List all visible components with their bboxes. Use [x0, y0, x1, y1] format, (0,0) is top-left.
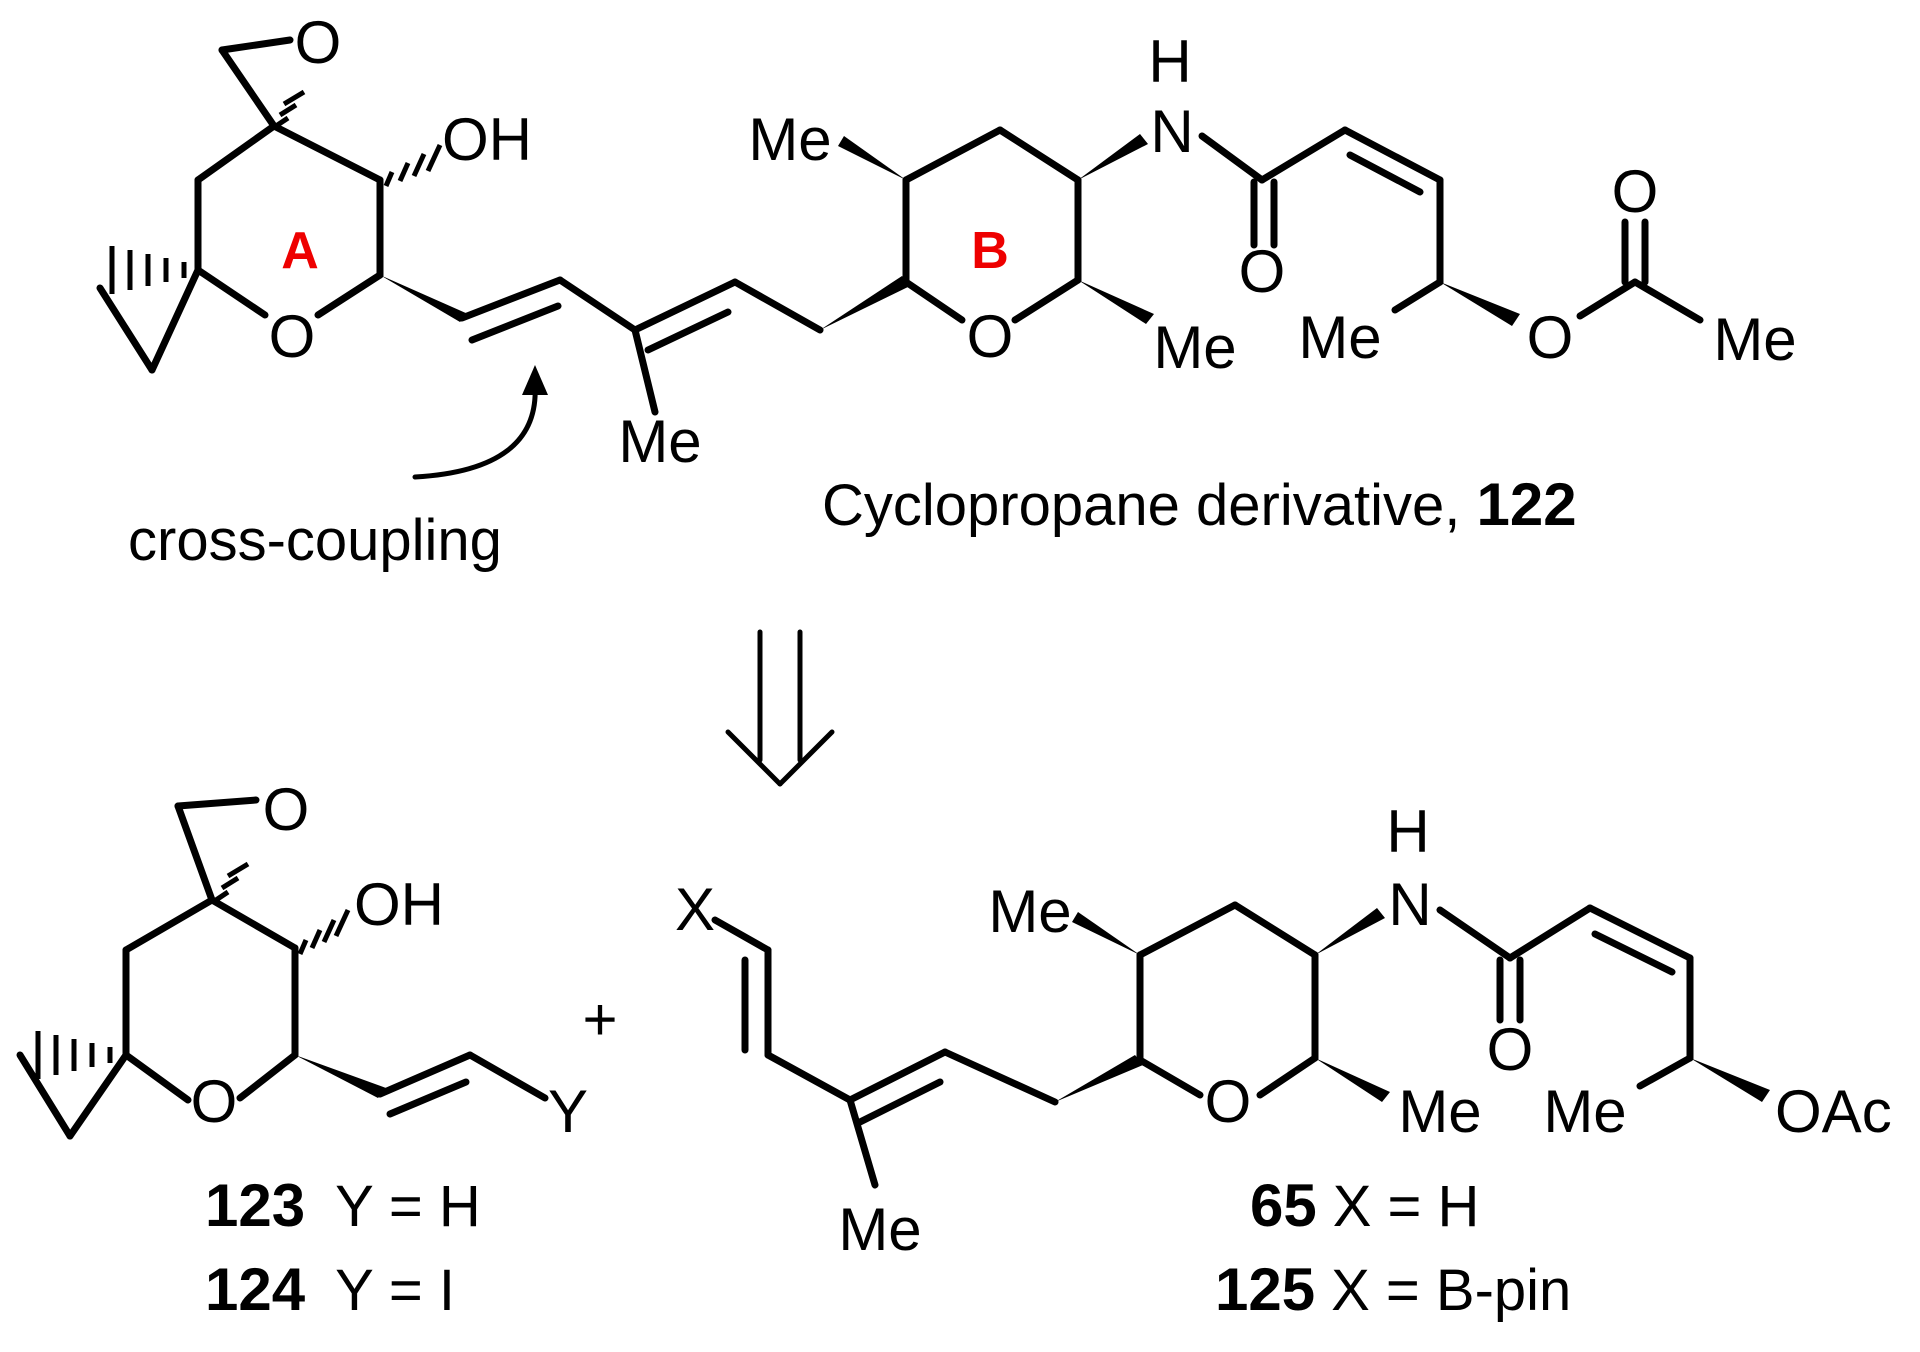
compound-122-caption: Cyclopropane derivative, 122	[822, 471, 1577, 538]
bottom-ring-b-oxygen-label: O	[1205, 1068, 1252, 1135]
retrosynthetic-arrow	[725, 629, 835, 787]
ring-b-methyl-bottom-label: Me	[1153, 314, 1236, 381]
ring-a-oxygen-label: O	[269, 303, 316, 370]
compound-122-name: Cyclopropane derivative,	[822, 473, 1460, 538]
hydroxyl-label: OH	[442, 106, 532, 173]
bottom-nh-wedge	[1315, 908, 1385, 955]
cyclopropane-hash-bond	[109, 246, 187, 294]
compound-122-structure: O O A OH	[96, 9, 1797, 475]
ester-wedge	[1440, 282, 1520, 326]
ring-b-oxygen-label: O	[967, 303, 1014, 370]
cross-coupling-arrow	[412, 382, 538, 480]
bottom-epoxide-hash-bond	[214, 861, 250, 903]
bottom-ring-b-methyl-top-label: Me	[988, 878, 1071, 945]
bottom-ring-b-methyl-wedge-bottom	[1315, 1058, 1390, 1102]
bottom-ring-b-methyl-wedge-top	[1072, 912, 1140, 955]
ring-b-side-chain-wedge	[820, 276, 910, 330]
compound-123-y-text: Y = H	[335, 1174, 481, 1239]
bottom-ring-oxygen-label: O	[191, 1068, 238, 1135]
bottom-cyclopropane-hash-bond	[35, 1031, 113, 1079]
bottom-ring-b-side-chain-wedge	[1055, 1055, 1143, 1102]
ring-b-methyl-wedge-bottom	[1078, 280, 1154, 324]
amide-oxygen-label: O	[1239, 238, 1286, 305]
cross-coupling-arrowhead	[522, 365, 548, 395]
acetate-label: OAc	[1775, 1078, 1892, 1145]
bottom-amide-h-label: H	[1386, 798, 1429, 865]
bottom-side-chain-methyl-label: Me	[1543, 1078, 1626, 1145]
compound-65-x-text: X = H	[1333, 1174, 1480, 1239]
ring-a-side-chain-wedge	[380, 275, 468, 322]
bottom-epoxide-oxygen-label: O	[263, 776, 310, 843]
compound-125-number: 125	[1215, 1256, 1315, 1323]
compound-124-y-text: Y = I	[335, 1258, 455, 1323]
cross-coupling-label: cross-coupling	[128, 508, 502, 573]
ring-b-methyl-top-label: Me	[748, 106, 831, 173]
bottom-oac-wedge	[1690, 1058, 1770, 1102]
acyl-oxygen-label: O	[1612, 158, 1659, 225]
compound-123-caption: 123 Y = H	[205, 1172, 481, 1239]
compound-123-number: 123	[205, 1172, 305, 1239]
ring-b-label: B	[971, 222, 1009, 280]
compound-125-x-text: X = B-pin	[1331, 1258, 1571, 1323]
bottom-diene-methyl-label: Me	[838, 1196, 921, 1263]
bottom-amide-oxygen-label: O	[1487, 1016, 1534, 1083]
bottom-vinyl-wedge	[295, 1055, 386, 1098]
compound-123-124-structure: O O OH Y	[16, 776, 588, 1145]
amide-h-label: H	[1148, 28, 1191, 95]
amide-n-label: N	[1150, 98, 1193, 165]
side-chain-methyl-label: Me	[1298, 304, 1381, 371]
ring-a-label: A	[281, 222, 319, 280]
compound-65-125-structure: X Me O Me H N Me O Me OAc	[675, 798, 1892, 1263]
compound-65-number: 65	[1250, 1172, 1317, 1239]
epoxide-hash-bond	[274, 89, 306, 129]
bottom-hydroxyl-label: OH	[354, 871, 444, 938]
compound-122-number: 122	[1476, 471, 1576, 538]
acyl-methyl-label: Me	[1713, 306, 1796, 373]
y-substituent-label: Y	[548, 1078, 588, 1145]
plus-sign: +	[582, 986, 617, 1053]
bottom-oh-hash-bond	[297, 908, 351, 955]
compound-124-number: 124	[205, 1256, 306, 1323]
ring-b-methyl-wedge-top	[838, 136, 906, 180]
diene-methyl-label: Me	[618, 408, 701, 475]
epoxide-oxygen-label: O	[295, 9, 342, 76]
bottom-amide-n-label: N	[1388, 871, 1431, 938]
oh-hash-bond	[383, 143, 443, 187]
compound-124-caption: 124 Y = I	[205, 1256, 455, 1323]
nh-wedge	[1078, 134, 1148, 180]
x-substituent-label: X	[675, 876, 715, 943]
ester-oxygen-label: O	[1527, 304, 1574, 371]
bottom-ring-b-methyl-bottom-label: Me	[1398, 1078, 1481, 1145]
